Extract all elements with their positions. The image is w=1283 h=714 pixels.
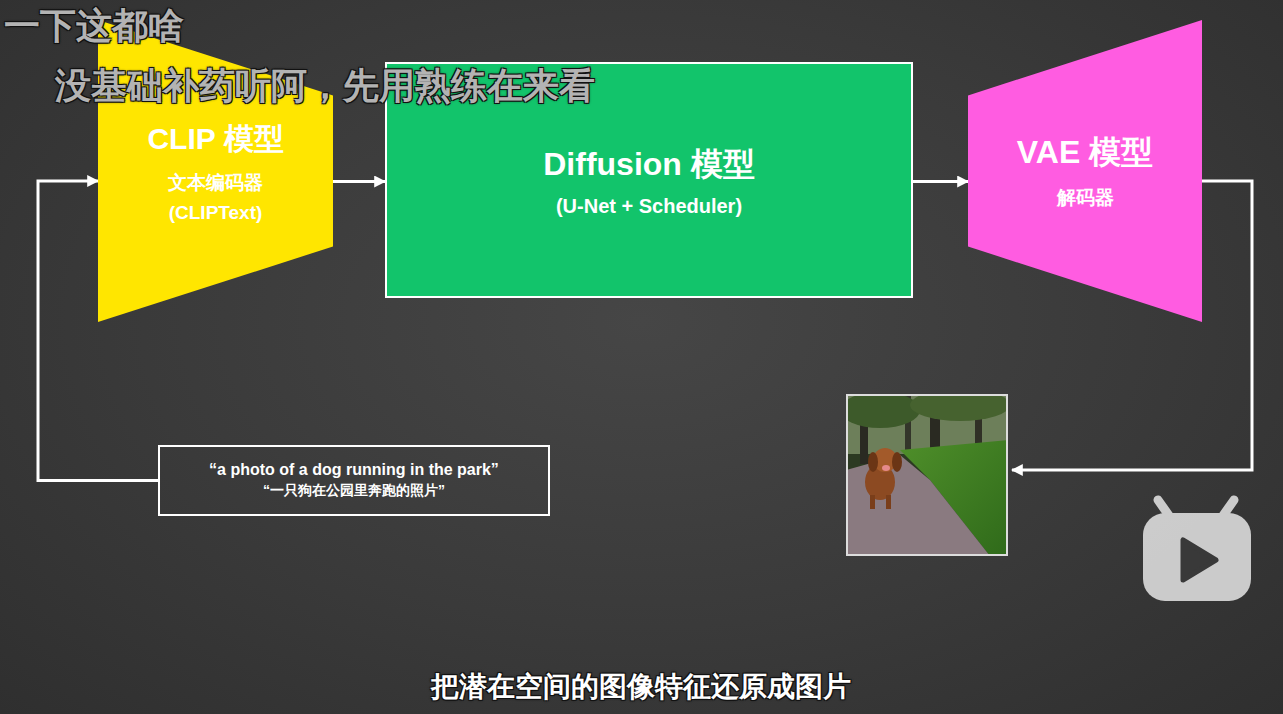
play-icon (1143, 500, 1251, 601)
shape-outline (968, 20, 1202, 322)
danmaku-comment: 一下这都啥 (4, 2, 184, 51)
dog-photo (848, 396, 1006, 554)
danmaku-comment: 没基础补药听阿，先用熟练在来看 (55, 62, 595, 111)
flow-arrow (913, 180, 968, 183)
shape-fill (968, 20, 1202, 322)
node-subtitle: (U-Net + Scheduler) (556, 195, 742, 218)
node-subtitle: 文本编码器 (168, 170, 263, 196)
node-subtitle: 解码器 (1057, 185, 1114, 211)
node-title: CLIP 模型 (147, 119, 283, 160)
photo-frame (847, 395, 1007, 555)
decoder-trapezoid: VAE 模型解码器 (968, 20, 1202, 322)
node-title: VAE 模型 (1017, 131, 1153, 175)
prompt-box: “a photo of a dog running in the park” “一… (158, 445, 550, 516)
node-subtitle: “一只狗在公园里奔跑的照片” (263, 482, 445, 500)
flow-arrow (333, 180, 385, 183)
node-subtitle: (CLIPText) (169, 202, 263, 224)
node-title: “a photo of a dog running in the park” (209, 461, 499, 479)
node-title: Diffusion 模型 (543, 143, 755, 187)
subtitle: 把潜在空间的图像特征还原成图片 (431, 668, 851, 706)
